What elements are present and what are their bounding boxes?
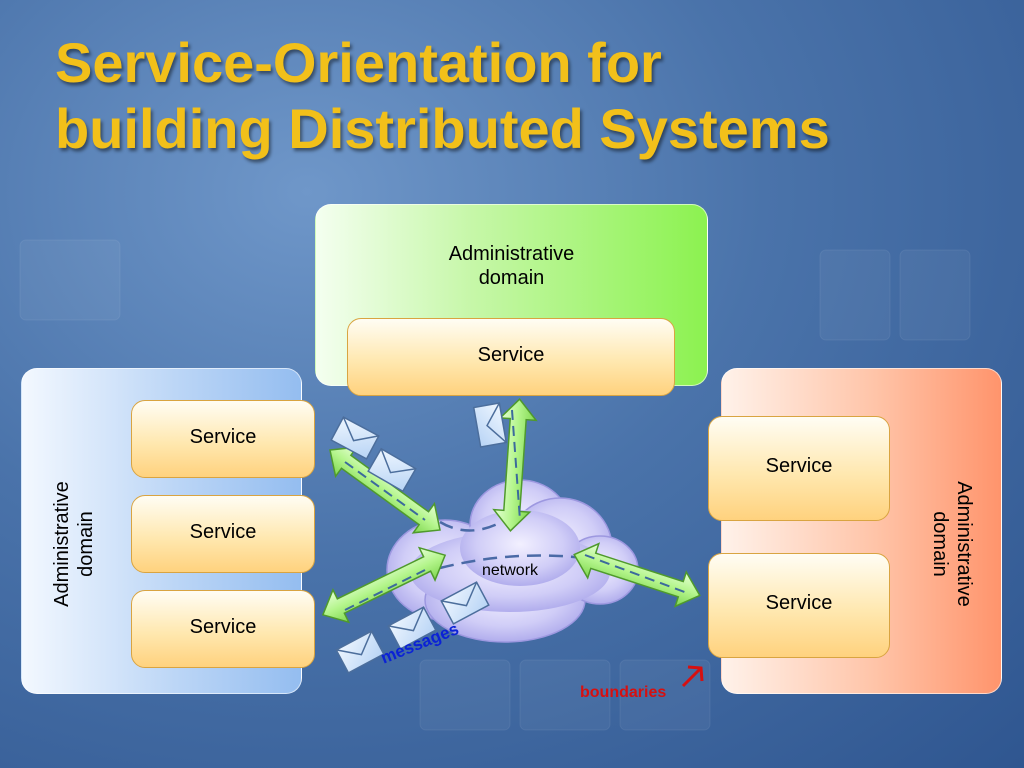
- envelope-icon: [472, 402, 508, 448]
- service-box-top[interactable]: Service: [347, 318, 675, 396]
- service-label: Service: [189, 426, 257, 448]
- service-box-right-2[interactable]: Service: [708, 553, 890, 658]
- envelope-icon: [330, 416, 380, 460]
- service-label: Service: [765, 592, 833, 614]
- title-line-2: building Distributed Systems: [55, 97, 830, 160]
- domain-label-top-line2: domain: [478, 267, 545, 289]
- network-label: network: [482, 562, 539, 579]
- service-label: Service: [189, 616, 257, 638]
- envelope-icon: [335, 630, 385, 674]
- domain-label-top-line1: Administrative: [448, 243, 575, 265]
- arrow-left-lower-to-network: [321, 546, 447, 624]
- envelope-icon: [387, 606, 437, 650]
- service-label: Service: [765, 455, 833, 477]
- service-box-right-1[interactable]: Service: [708, 416, 890, 521]
- envelope-icon: [440, 581, 490, 625]
- domain-label-top: Administrative domain: [316, 242, 707, 290]
- boundaries-label: boundaries: [580, 684, 667, 701]
- boundaries-arrow-icon: [681, 665, 704, 688]
- title-line-1: Service-Orientation for: [55, 31, 662, 94]
- service-box-left-1[interactable]: Service: [131, 400, 315, 478]
- message-envelopes: [330, 402, 508, 674]
- service-label: Service: [477, 344, 545, 366]
- envelope-icon: [367, 447, 417, 493]
- service-label: Service: [189, 521, 257, 543]
- service-box-left-2[interactable]: Service: [131, 495, 315, 573]
- slide-title: Service-Orientation for building Distrib…: [55, 30, 995, 162]
- service-box-left-3[interactable]: Service: [131, 590, 315, 668]
